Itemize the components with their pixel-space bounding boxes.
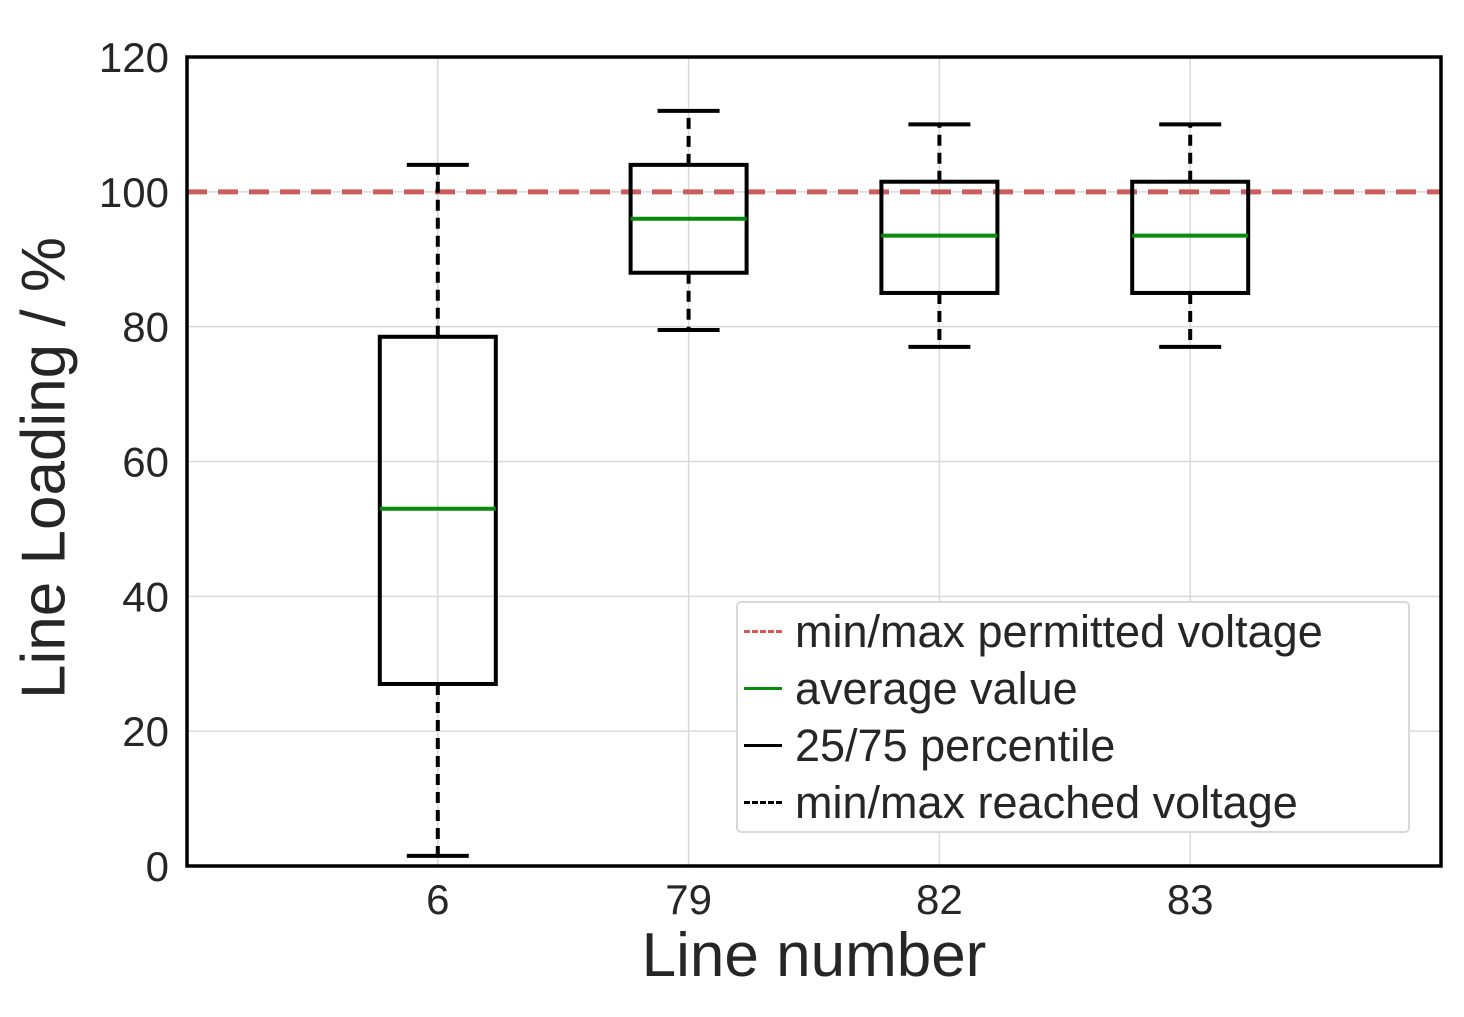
y-tick-label: 40 (122, 573, 169, 620)
y-tick-label: 0 (146, 843, 169, 890)
legend-swatch-black-solid-line-icon (744, 744, 782, 747)
plot-border (185, 55, 1443, 868)
x-tick-label: 83 (1167, 876, 1214, 923)
legend-label: min/max permitted voltage (795, 606, 1323, 657)
y-tick-label: 80 (122, 304, 169, 351)
legend-label: min/max reached voltage (795, 777, 1298, 828)
x-tick-label: 6 (426, 876, 449, 923)
legend: min/max permitted voltage average value 25… (736, 601, 1410, 833)
legend-swatch-red-dashed-line-icon (744, 630, 782, 633)
y-tick-label: 60 (122, 439, 169, 486)
legend-label: average value (795, 663, 1078, 714)
legend-item: min/max permitted voltage (744, 604, 1408, 660)
y-tick-label: 120 (99, 34, 169, 81)
legend-swatch-black-dashed-line-icon (744, 801, 782, 804)
legend-label: 25/75 percentile (795, 720, 1116, 771)
boxplot-line-82 (879, 122, 1000, 349)
legend-item: 25/75 percentile (744, 718, 1408, 774)
boxplot-line-79 (628, 108, 749, 333)
x-tick-label: 82 (916, 876, 963, 923)
x-axis-title: Line number (641, 921, 987, 990)
x-tick-label: 79 (665, 876, 712, 923)
boxplot-line-6 (377, 162, 498, 858)
legend-swatch-green-solid-line-icon (744, 687, 782, 690)
y-tick-label: 100 (99, 169, 169, 216)
legend-item: average value (744, 661, 1408, 717)
boxplot-line-83 (1130, 122, 1251, 349)
y-tick-label: 20 (122, 708, 169, 755)
legend-item: min/max reached voltage (744, 775, 1408, 831)
